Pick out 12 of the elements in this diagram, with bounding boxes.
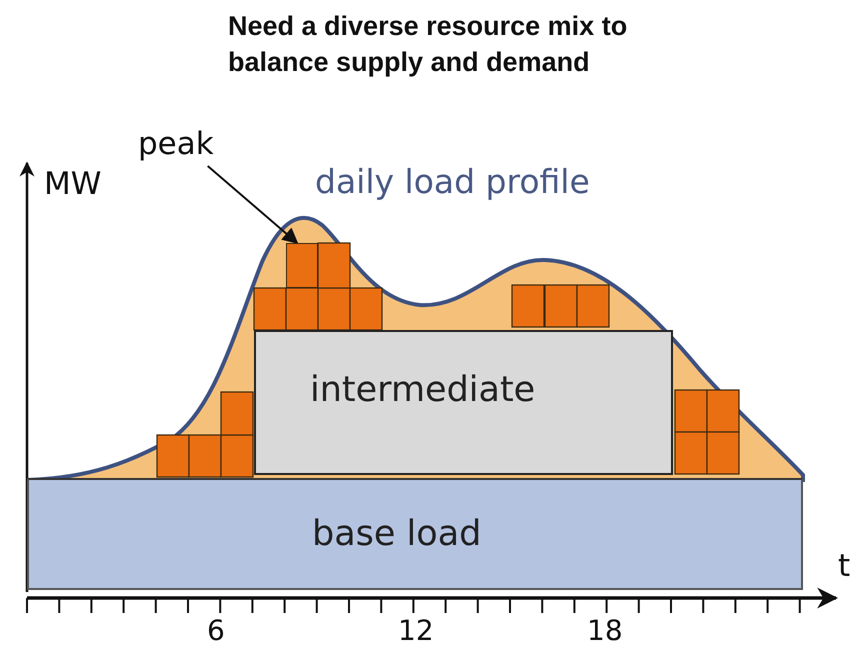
base-load-band: base load [27, 478, 803, 590]
curve-label: daily load profile [315, 162, 590, 201]
tick-label: 12 [398, 614, 434, 647]
axis-label: t [838, 548, 850, 584]
title: Need a diverse resource mix to balance supply and demand [228, 10, 628, 79]
tick-label: 6 [207, 614, 225, 647]
intermediate-block: intermediate [254, 330, 673, 475]
callout-text: peak [138, 126, 214, 162]
tick-label: 18 [587, 614, 623, 647]
peak-block [286, 243, 318, 288]
axis-label: MW [44, 166, 102, 202]
leader-arrow [207, 165, 298, 244]
